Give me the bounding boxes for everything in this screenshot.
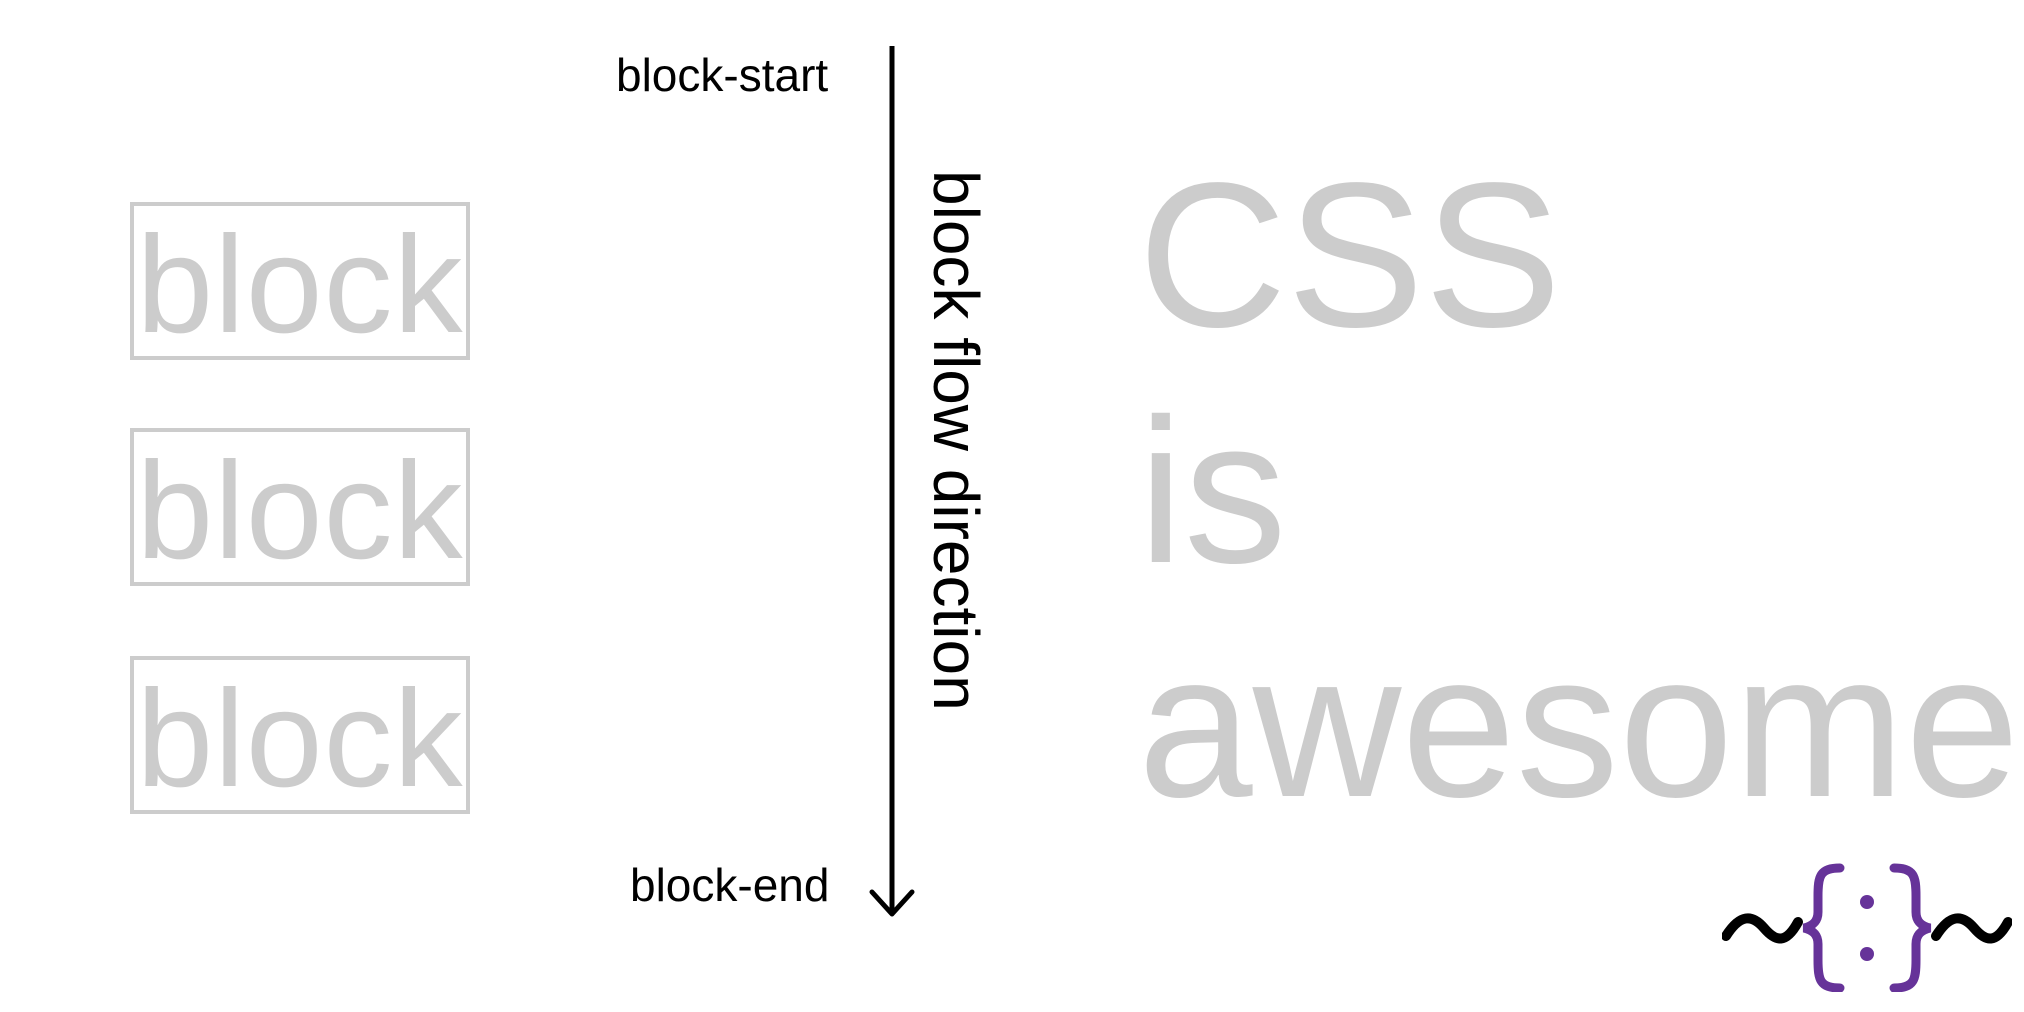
css-word: CSS (1138, 140, 1562, 370)
curly-braces-logo-icon (1722, 862, 2012, 992)
awesome-word: awesome (1138, 610, 2020, 840)
is-word: is (1138, 376, 1287, 606)
block-box-1: block (130, 202, 470, 360)
block-label: block (136, 662, 464, 816)
block-start-label: block-start (616, 49, 829, 101)
block-label: block (136, 208, 464, 362)
block-label: block (136, 434, 464, 588)
block-box-3: block (130, 656, 470, 814)
block-flow-direction-label: block flow direction (920, 170, 992, 711)
block-box-2: block (130, 428, 470, 586)
block-end-label: block-end (630, 859, 830, 911)
